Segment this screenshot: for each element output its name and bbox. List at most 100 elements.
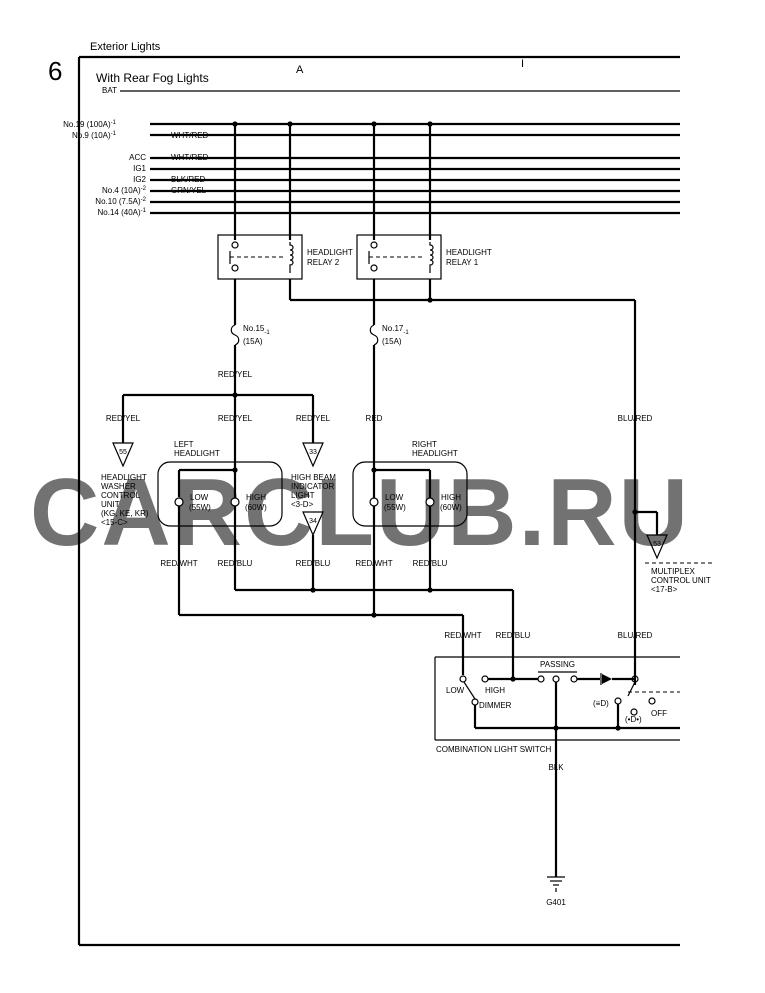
relay-coil-wiring: BLU/RED [288,279,653,685]
right-low-watt: (55W) [384,503,406,512]
fuse15-label-2: (15A) [243,337,263,346]
headlight-relay-1: HEADLIGHT RELAY 1 [356,234,492,280]
connector-55: 55 [112,442,134,468]
left-high-watt: (60W) [245,503,267,512]
bus-label-bat: BAT [102,86,117,95]
wire-label-red-yel-main: RED/YEL [218,370,253,379]
page-number: 6 [48,56,62,86]
washer-control-unit-label: HEADLIGHT WASHER CONTROL UNIT (KG, KE, K… [101,473,149,527]
bus-label-ig1: IG1 [133,164,146,173]
left-headlight: LEFT HEADLIGHT LOW (55W) HIGH (60W) RED/… [157,440,283,615]
switch-high: HIGH [485,686,505,695]
wire-label-blu-red-switch: BLU/RED [618,631,653,640]
right-high-label: HIGH [441,493,461,502]
connector-53-num: 53 [653,541,661,548]
bus-wire-grn-yel: GRN/YEL [171,186,207,195]
switch-low: LOW [446,686,465,695]
grid-ref-mark: I [521,58,524,70]
fuse-no17: No.17-1 (15A) RED [366,279,409,615]
indicator-l3: LIGHT [291,491,315,500]
relay2-label-1: HEADLIGHT [307,248,353,257]
wire-label-red-yel-indicator: RED/YEL [296,414,331,423]
bus-label-no9: No.9 (10A)-1 [72,131,117,140]
fuse17-label-2: (15A) [382,337,402,346]
wire-label-red-wht-switch: RED/WHT [444,631,481,640]
grid-ref-a: A [296,64,304,76]
bus-taps [232,121,433,240]
bus-wire-wht-red-1: WHT/RED [171,131,209,140]
high-beam-indicator: 33 HIGH BEAM INDICATOR LIGHT <3-D> 34 RE… [291,442,336,590]
multiplex-l3: <17-B> [651,585,678,594]
left-headlight-l1: LEFT [174,440,194,449]
fuse15-label-1: No.15-1 [243,324,270,336]
right-headlight: RIGHT HEADLIGHT LOW (55W) HIGH (60W) RED… [352,440,468,590]
switch-name: COMBINATION LIGHT SWITCH [436,745,551,754]
watermark: CARCLUB.RU [30,459,690,566]
connector-34-num: 34 [309,518,317,525]
washer-l4: UNIT [101,500,120,509]
ground-label: G401 [546,898,566,907]
switch-dimmer: DIMMER [479,701,512,710]
relay1-label-1: HEADLIGHT [446,248,492,257]
switch-pos-1: (≡D) [593,699,609,708]
right-high-watt: (60W) [440,503,462,512]
wire-label-red-wht-right: RED/WHT [355,559,392,568]
wire-label-blk: BLK [548,763,564,772]
relay2-label-2: RELAY 2 [307,258,340,267]
connector-55-num: 55 [119,449,127,456]
indicator-l1: HIGH BEAM [291,473,336,482]
ground-g401: BLK G401 [546,728,566,907]
bus-wire-blk-red: BLK/RED [171,175,205,184]
washer-l6: <15-C> [101,518,128,527]
fuse-no15: No.15-1 (15A) RED/YEL [218,279,270,395]
washer-l2: WASHER [101,482,136,491]
power-bus [120,90,680,215]
diagram-subtitle: With Rear Fog Lights [96,71,209,85]
wire-label-red-blu-left: RED/BLU [218,559,253,568]
bus-wire-wht-red-2: WHT/RED [171,153,209,162]
multiplex-l1: MULTIPLEX [651,567,696,576]
right-low-label: LOW [385,493,404,502]
connector-33-num: 33 [309,449,317,456]
left-headlight-l2: HEADLIGHT [174,449,220,458]
switch-passing: PASSING [540,660,575,669]
bus-label-no10: No.10 (7.5A)-2 [95,197,146,206]
power-labels: BAT No.19 (100A)-1 No.9 (10A)-1 WHT/RED … [63,86,208,217]
washer-l5: (KG, KE, KR) [101,509,149,518]
wire-label-red-yel-washer: RED/YEL [106,414,141,423]
lower-harness: RED/WHT RED/BLU BLU/RED [179,587,653,678]
right-headlight-l1: RIGHT [412,440,437,449]
wire-label-red-blu-switch: RED/BLU [496,631,531,640]
indicator-l4: <3-D> [291,500,314,509]
bus-label-ig2: IG2 [133,175,146,184]
section-title: Exterior Lights [90,41,161,53]
wire-label-red-wht-left: RED/WHT [160,559,197,568]
red-yel-distribution: RED/YEL RED/YEL RED/YEL [106,392,331,590]
fuse17-label-1: No.17-1 [382,324,409,336]
washer-l1: HEADLIGHT [101,473,147,482]
headlight-relay-2: HEADLIGHT RELAY 2 [217,234,353,280]
page-frame [77,55,680,947]
relay1-label-2: RELAY 1 [446,258,479,267]
bus-label-no19: No.19 (100A)-1 [63,120,117,129]
multiplex-l2: CONTROL UNIT [651,576,711,585]
multiplex-control-unit: 53 MULTIPLEX CONTROL UNIT <17-B> [632,509,712,594]
switch-pos-2: (•D•) [625,715,642,724]
wire-label-blu-red-top: BLU/RED [618,414,653,423]
indicator-l2: INDICATOR [291,482,334,491]
washer-l3: CONTROL [101,491,141,500]
bus-label-no4: No.4 (10A)-2 [102,186,147,195]
wire-label-red-blu-right: RED/BLU [413,559,448,568]
left-low-watt: (55W) [189,503,211,512]
combination-light-switch: COMBINATION LIGHT SWITCH LOW HIGH DIMMER… [434,656,680,754]
bus-label-no14: No.14 (40A)-1 [98,208,147,217]
bus-label-acc: ACC [129,153,146,162]
left-high-label: HIGH [246,493,266,502]
right-headlight-l2: HEADLIGHT [412,449,458,458]
switch-off: OFF [651,709,667,718]
wire-label-red-blu-indicator: RED/BLU [296,559,331,568]
wire-label-red-yel-center: RED/YEL [218,414,253,423]
left-low-label: LOW [190,493,209,502]
wire-label-red: RED [366,414,383,423]
